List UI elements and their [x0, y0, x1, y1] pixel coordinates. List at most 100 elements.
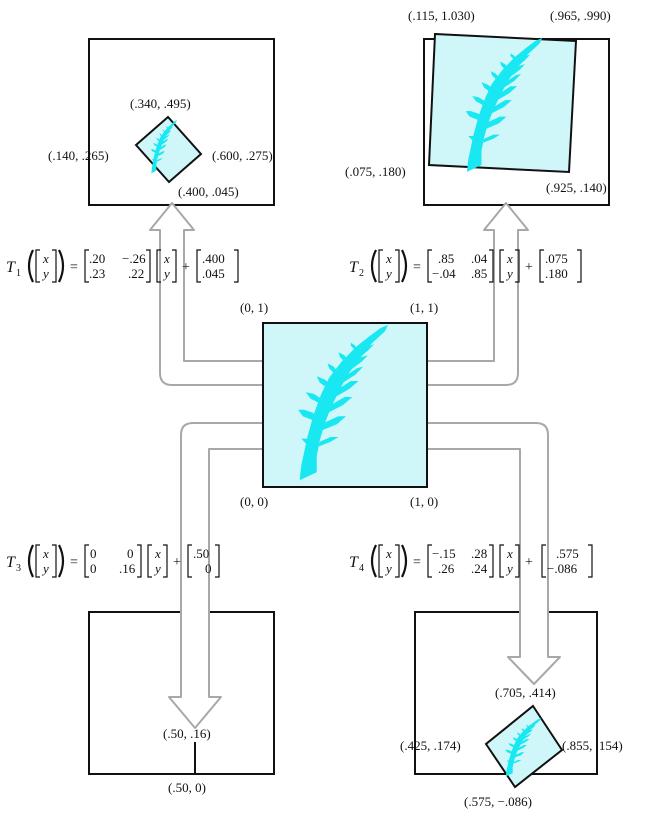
t1-m21: .23 — [89, 266, 105, 281]
arrow-to-t2 — [426, 202, 529, 386]
t2-vec-bracket-left — [378, 249, 383, 283]
t3-matrix-bracket-left — [84, 544, 89, 578]
t1-label-right: (.600, .275) — [212, 148, 273, 163]
t3-b-bracket-left — [187, 544, 192, 578]
t1-sub: 1 — [16, 268, 21, 279]
t2-b-bracket-right — [577, 249, 582, 283]
t2-vec-bracket-right — [395, 249, 400, 283]
label-corner-bottom-left: (0, 0) — [240, 494, 268, 509]
arrow-to-t3 — [168, 422, 264, 729]
t1-x-bracket-left — [156, 249, 161, 283]
t1-vec-x: x — [42, 251, 49, 266]
t3-name: T — [6, 554, 16, 571]
t4-rhs-x: x — [506, 546, 513, 561]
t4-m22: .24 — [471, 561, 488, 576]
arrows — [149, 202, 561, 729]
t3-vec-bracket-left — [35, 544, 40, 578]
t1-m11: .20 — [89, 251, 105, 266]
t4-sub: 4 — [359, 563, 364, 574]
t4-matrix-bracket-left — [427, 544, 432, 578]
equation-t1: T 1 x y = .20 −.26 .23 .22 x y + .400 .0… — [6, 249, 239, 283]
t3-m22: .16 — [119, 561, 136, 576]
t3-sub: 3 — [16, 563, 21, 574]
t4-label-left: (.425, .174) — [400, 738, 461, 753]
t4-vec-y: y — [384, 561, 392, 576]
t1-vec-y: y — [41, 266, 49, 281]
t2-m22: .85 — [471, 266, 487, 281]
t3-m12: 0 — [127, 546, 134, 561]
t1-m12: −.26 — [122, 251, 146, 266]
center-square-frame — [262, 322, 428, 488]
t2-b-bracket-left — [539, 249, 544, 283]
t1-x-bracket-right — [172, 249, 177, 283]
t2-rhs-x: x — [506, 251, 513, 266]
t4-plus: + — [525, 555, 533, 570]
t2-m21: −.04 — [432, 266, 456, 281]
t4-name: T — [349, 554, 359, 571]
t2-label-bottom-left: (.075, .180) — [345, 164, 406, 179]
t3-b-bracket-right — [215, 544, 220, 578]
t3-paren-right — [58, 544, 65, 578]
t2-label-bottom-right: (.925, .140) — [546, 180, 607, 195]
t1-label-left: (.140, .265) — [48, 148, 109, 163]
t2-plus: + — [525, 260, 533, 275]
t1-equals: = — [70, 260, 78, 275]
t1-b-bracket-right — [234, 249, 239, 283]
arrow-to-t4 — [426, 422, 561, 685]
t2-image — [427, 32, 578, 174]
t4-label-top: (.705, .414) — [495, 685, 556, 700]
t3-label-top: (.50, .16) — [163, 726, 211, 741]
t3-rhs-y: y — [153, 561, 161, 576]
t4-vec-bracket-left — [378, 544, 383, 578]
t4-equals: = — [413, 555, 421, 570]
t4-image — [484, 704, 564, 789]
t2-name: T — [349, 259, 359, 276]
t4-vec-x: x — [385, 546, 392, 561]
t2-x-bracket-left — [499, 249, 504, 283]
t4-matrix-bracket-right — [489, 544, 494, 578]
t4-label-bottom: (.575, −.086) — [464, 794, 532, 809]
t4-x-bracket-right — [515, 544, 520, 578]
t1-image — [134, 115, 203, 184]
t2-equals: = — [413, 260, 421, 275]
t4-label-right: (.855, .154) — [562, 738, 623, 753]
label-corner-top-left: (0, 1) — [240, 300, 268, 315]
t2-vec-y: y — [384, 266, 392, 281]
t3-vec-x: x — [42, 546, 49, 561]
t2-x-bracket-right — [515, 249, 520, 283]
t3-rhs-x: x — [154, 546, 161, 561]
t2-rhs-y: y — [505, 266, 513, 281]
arrow-to-t1 — [149, 202, 264, 386]
t3-x-bracket-right — [163, 544, 168, 578]
label-corner-bottom-right: (1, 0) — [410, 494, 438, 509]
t2-label-top-left: (.115, 1.030) — [408, 8, 475, 23]
t3-b1: .50 — [193, 546, 209, 561]
t3-m21: 0 — [90, 561, 97, 576]
t1-vec-bracket-right — [52, 249, 57, 283]
t3-x-bracket-left — [147, 544, 152, 578]
t2-label-top-right: (.965, .990) — [550, 8, 611, 23]
t4-b-bracket-right — [588, 544, 593, 578]
t2-matrix-bracket-right — [489, 249, 494, 283]
t4-m21: .26 — [438, 561, 455, 576]
t3-vec-bracket-right — [52, 544, 57, 578]
t1-m22: .22 — [128, 266, 144, 281]
t1-matrix-bracket-right — [146, 249, 151, 283]
t2-b2: .180 — [545, 266, 568, 281]
t1-label-top: (.340, .495) — [130, 96, 191, 111]
t4-vec-bracket-right — [395, 544, 400, 578]
t2-b1: .075 — [545, 251, 568, 266]
equation-t3: T 3 x y = 0 0 0 .16 x y + .50 0 — [6, 544, 220, 578]
t3-plus: + — [173, 555, 181, 570]
t1-b1: .400 — [202, 251, 225, 266]
t1-b2: .045 — [202, 266, 225, 281]
t1-name: T — [6, 259, 16, 276]
t2-vec-x: x — [385, 251, 392, 266]
t4-m12: .28 — [471, 546, 487, 561]
t1-b-bracket-left — [196, 249, 201, 283]
t4-b2: −.086 — [547, 561, 578, 576]
center-fern-square — [262, 322, 428, 488]
t4-rhs-y: y — [505, 561, 513, 576]
t1-paren-right — [58, 249, 65, 283]
